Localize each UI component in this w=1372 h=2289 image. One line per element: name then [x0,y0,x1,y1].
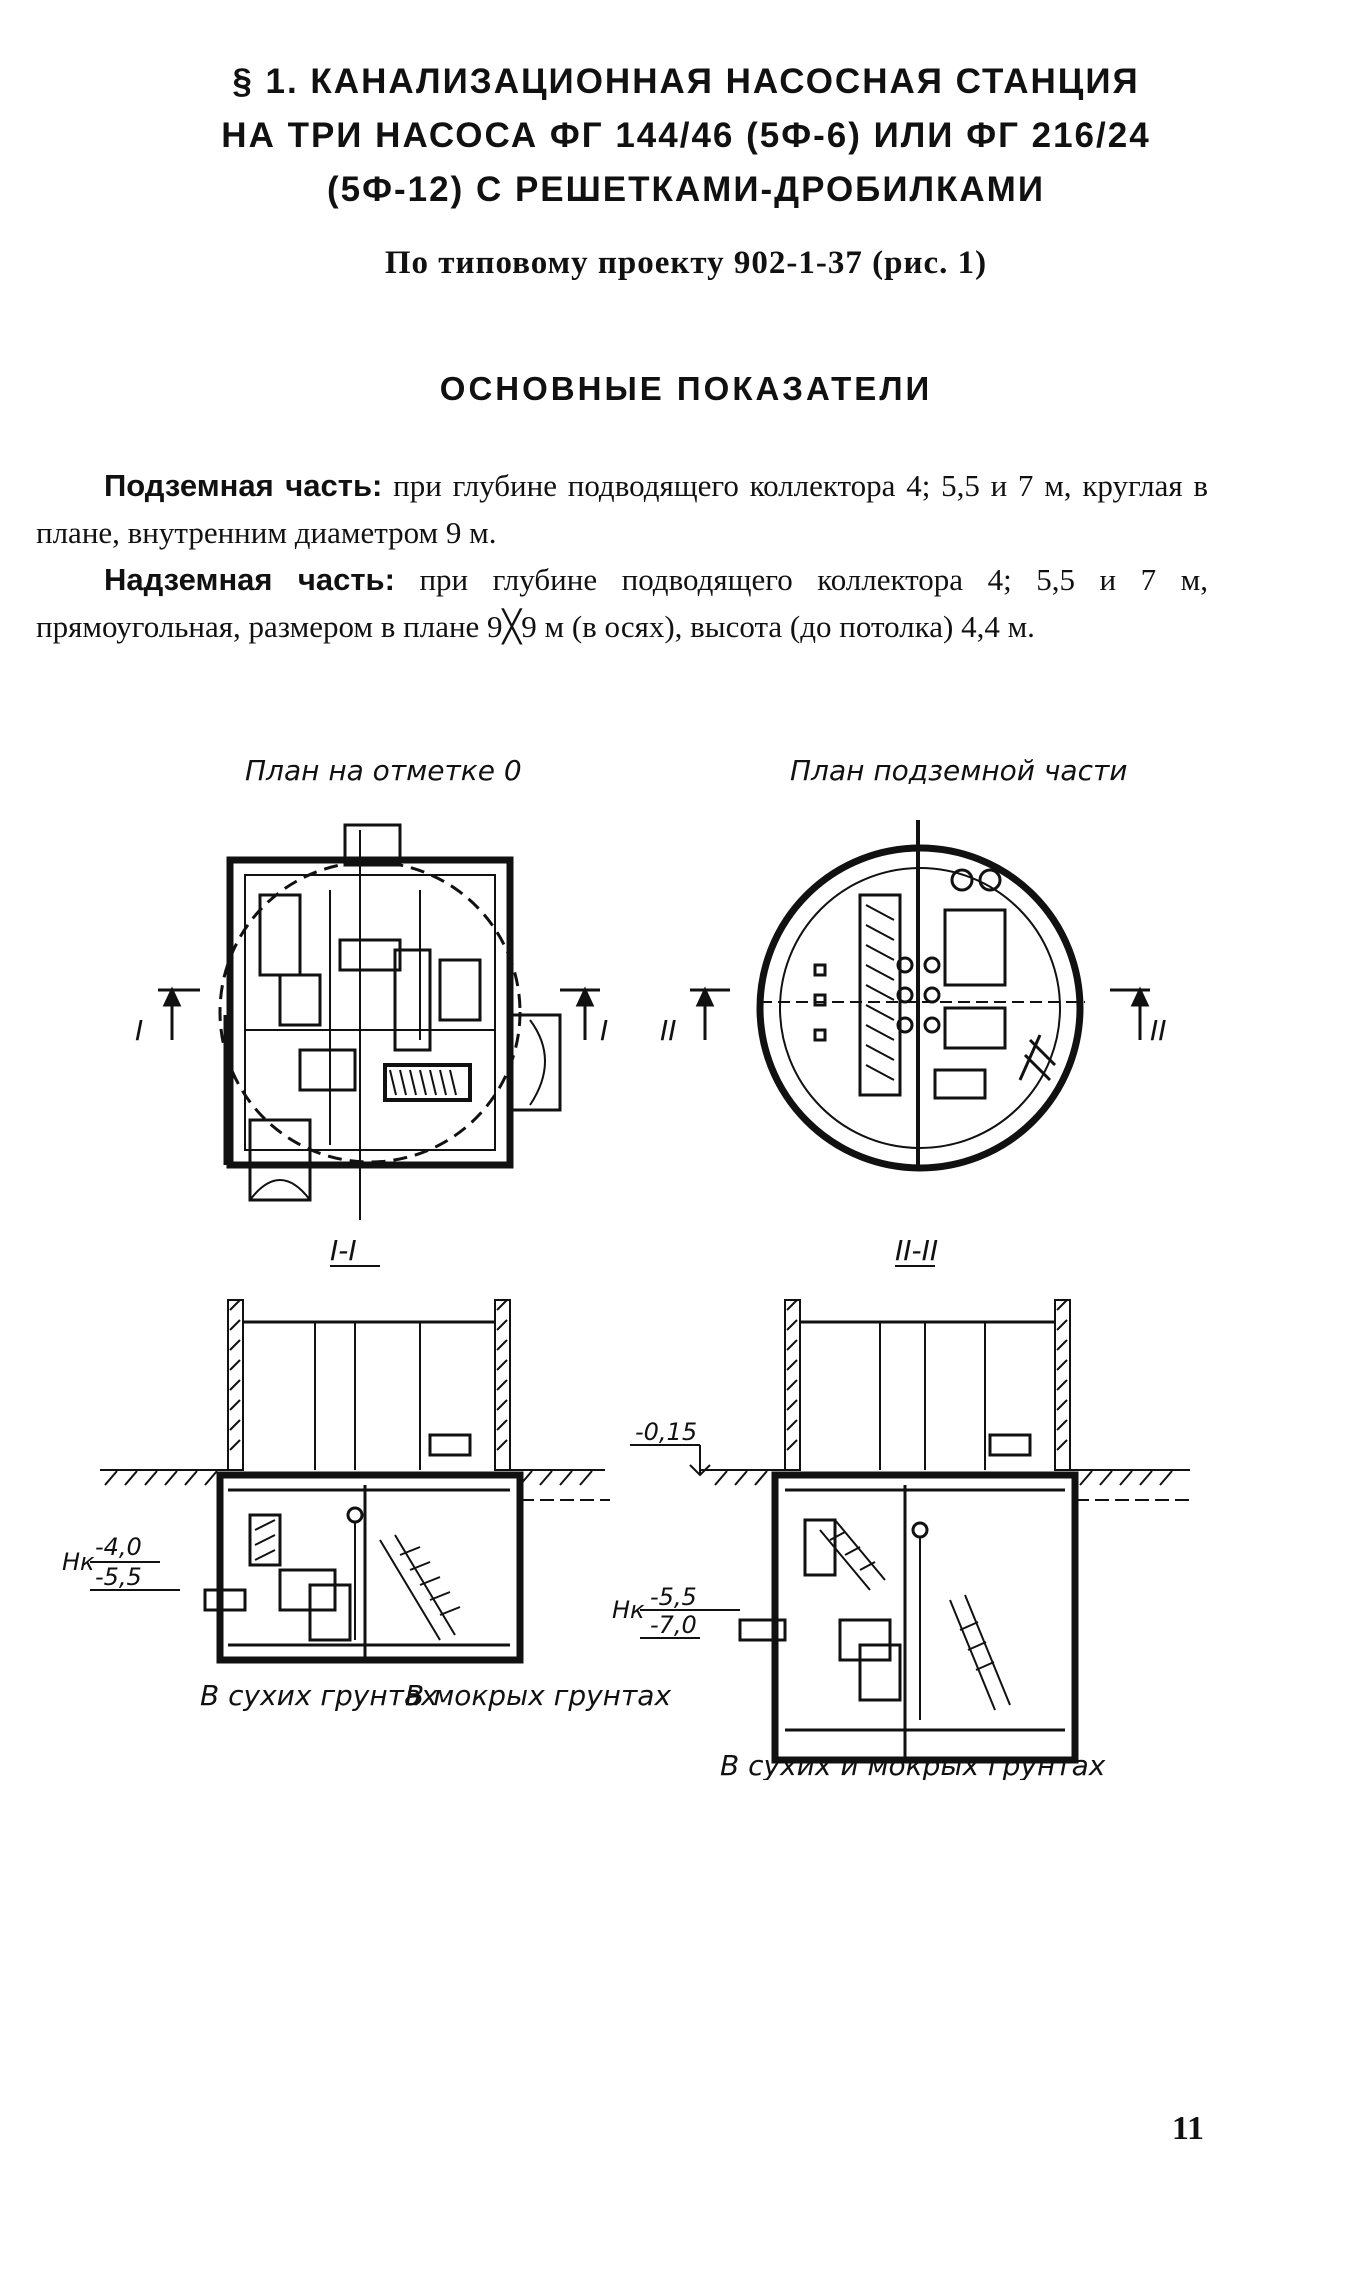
section-marker-II-right [1110,986,1150,1040]
paragraph-text: при глубине подводящего коллектора 4; 5,… [36,562,1208,644]
section-II-drawing [700,1299,1190,1764]
title-line-3: (5Ф-12) С РЕШЕТКАМИ-ДРОБИЛКАМИ [326,170,1045,209]
section-II-label: II-II [895,1234,938,1267]
ground-level-label: -0,15 [635,1418,697,1446]
section-title: § 1. КАНАЛИЗАЦИОННАЯ НАСОСНАЯ СТАНЦИЯ НА… [0,55,1372,217]
paragraph-underground: Подземная часть: при глубине подводящего… [36,462,1208,556]
note-dry-soils: В сухих грунтах [200,1679,438,1712]
plan-ground-drawing [218,823,562,1220]
page-number: 11 [1171,2110,1204,2147]
note-wet-soils: В мокрых грунтах [405,1679,671,1712]
section-I-level-1: -4,0 [95,1533,142,1561]
section-I-hk-label: Нк [62,1548,95,1576]
project-reference: По типовому проекту 902-1-37 (рис. 1) [384,245,988,281]
section-I-level-2: -5,5 [95,1563,142,1591]
marker-I-left-label: I [135,1014,143,1047]
marker-I-right-label: I [600,1014,608,1047]
plan-underground-caption: План подземной части [790,754,1128,787]
note-dry-and-wet-soils: В сухих и мокрых грунтах [720,1749,1106,1780]
section-II-hk-label: Нк [612,1596,645,1624]
section-II-level-2: -7,0 [650,1611,697,1639]
paragraph-label: Подземная часть: [104,468,383,503]
title-line-2: НА ТРИ НАСОСА ФГ 144/46 (5Ф-6) ИЛИ ФГ 21… [221,116,1151,155]
technical-drawings: План на отметке 0 План подземной части [62,754,1190,1780]
section-marker-II-left [690,986,730,1040]
ground-level-mark [630,1444,711,1477]
section-I-label: I-I [330,1234,357,1267]
section-I-drawing [100,1299,610,1664]
paragraph-text: при глубине подводящего коллектора 4; 5,… [36,468,1209,550]
paragraph-aboveground: Надземная часть: при глубине подводящего… [36,556,1208,650]
plan-ground-caption: План на отметке 0 [245,754,522,787]
section-marker-I-right [560,986,600,1040]
section-II-level-1: -5,5 [650,1583,697,1611]
title-line-1: § 1. КАНАЛИЗАЦИОННАЯ НАСОСНАЯ СТАНЦИЯ [232,62,1140,101]
section-marker-I-left [158,986,200,1040]
marker-II-right-label: II [1150,1014,1167,1047]
plan-underground-drawing [756,820,1085,1172]
marker-II-left-label: II [660,1014,677,1047]
indicators-heading: ОСНОВНЫЕ ПОКАЗАТЕЛИ [439,370,933,407]
paragraph-label: Надземная часть: [104,562,395,597]
